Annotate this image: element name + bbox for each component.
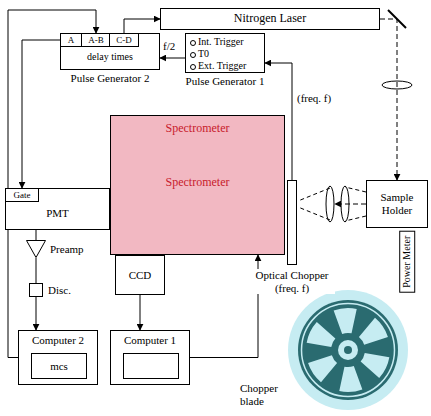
pulse-generator: Int. TriggerT0Ext. TriggerPulse Generato… <box>185 33 265 73</box>
connector <box>36 297 37 330</box>
sample-holder: Sample Holder <box>366 180 428 228</box>
gate-cell: Gate <box>5 188 39 202</box>
blade-window <box>339 366 362 392</box>
connector <box>190 255 258 358</box>
label-text: Ext. Trigger <box>198 60 261 72</box>
connector <box>124 19 160 33</box>
label-text: A-B <box>88 35 104 45</box>
mcs-screen: mcs <box>31 353 87 379</box>
label-text: Preamp <box>50 243 84 256</box>
ccd-box: CCD <box>115 255 165 295</box>
collection-lens <box>326 186 334 222</box>
connector <box>36 230 37 240</box>
disc-symbol <box>29 283 43 297</box>
spectrometer-box: SpectrometerSpectrometer <box>110 115 285 255</box>
blade-window <box>361 353 390 378</box>
blade-window <box>359 318 388 345</box>
chopper-slot <box>287 180 297 265</box>
label-text: Computer 1 <box>111 334 189 347</box>
laser-box: Nitrogen Laser <box>160 8 380 30</box>
label-text: Pulse Generator 2 <box>71 72 150 85</box>
label-text: PMT <box>46 207 69 220</box>
label-text: Spectrometer <box>111 176 284 190</box>
connector <box>140 295 141 330</box>
label-text: T0 <box>198 48 261 60</box>
label-text: delay times <box>61 51 159 63</box>
blade-window <box>307 322 336 347</box>
label-text: Spectrometer <box>111 122 284 136</box>
light-ray <box>345 216 366 221</box>
light-ray <box>298 207 330 220</box>
connector <box>335 204 366 205</box>
label-text: mcs <box>50 360 68 373</box>
pmt-box: PMT Gate <box>5 188 110 230</box>
discriminator: Disc. <box>29 283 71 297</box>
label-text: Computer 2 <box>19 334 97 347</box>
output-cell: A-B <box>81 33 111 47</box>
label-text: Disc. <box>48 284 71 297</box>
power-meter: Power Meter <box>399 231 415 293</box>
pulse-generator: delay timesPulse Generator 2AA-BC-D <box>60 33 160 70</box>
output-cell: A <box>60 33 82 47</box>
label-text: Optical Chopper (freq. f) <box>249 269 335 294</box>
chopper-blade <box>288 290 408 410</box>
computer-box: Computer 2 mcs <box>18 330 98 385</box>
label-text: Nitrogen Laser <box>234 12 306 26</box>
label-text: Int. Trigger <box>198 36 261 48</box>
label-text: A <box>68 35 75 45</box>
blade-window <box>307 308 390 392</box>
edge-label: (freq. f) <box>297 92 331 105</box>
amplifier-triangle <box>27 241 46 258</box>
connector <box>22 40 60 188</box>
label-text: Pulse Generator 1 <box>186 75 265 88</box>
preamp: Preamp <box>26 240 84 258</box>
part-label: Chopper blade <box>240 382 296 407</box>
output-cell: C-D <box>109 33 139 47</box>
label-text: C-D <box>116 35 132 45</box>
screen <box>123 353 179 379</box>
computer-box: Computer 1 <box>110 330 190 385</box>
light-ray <box>345 187 366 192</box>
amplifier-symbol <box>26 240 46 258</box>
label-text: CCD <box>129 269 152 282</box>
blade-window <box>334 308 357 334</box>
label-text: Sample Holder <box>370 191 424 216</box>
edge-label: f/2 <box>163 40 175 53</box>
label-text: Power Meter <box>401 236 413 288</box>
connector <box>380 19 397 180</box>
connector <box>160 58 185 59</box>
optical-chopper: Optical Chopper (freq. f) <box>249 180 335 294</box>
blade-window <box>308 355 337 382</box>
connector <box>36 258 37 283</box>
light-ray <box>298 188 330 201</box>
label-text: Gate <box>14 190 31 200</box>
